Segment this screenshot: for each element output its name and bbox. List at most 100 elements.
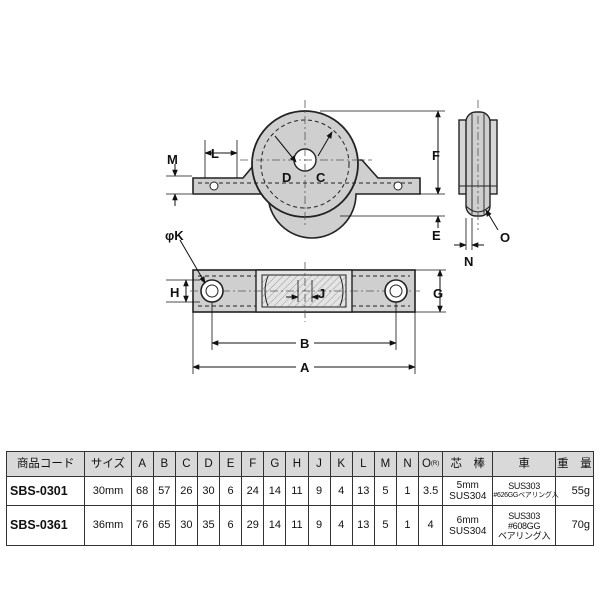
cell-b: 65 (152, 505, 176, 546)
cell-k: 4 (329, 476, 353, 506)
cell-n: 1 (395, 505, 420, 546)
cell-n: 1 (395, 476, 420, 506)
cell-wheel-line2: #626GGベアリング入 (493, 492, 559, 499)
label-g: G (433, 286, 443, 301)
cell-d: 30 (196, 476, 221, 506)
cell-l: 13 (351, 476, 375, 506)
header-wheel: 車 (492, 451, 556, 477)
cell-c: 30 (174, 505, 198, 546)
cell-o: 4 (418, 505, 444, 546)
cell-m: 5 (373, 505, 397, 546)
cell-g: 14 (263, 505, 287, 546)
top-wheel-curve-right (339, 275, 344, 307)
cell-wheel: SUS303#626GGベアリング入 (492, 476, 559, 506)
cell-c: 26 (174, 476, 198, 506)
cell-size: 36mm (84, 505, 132, 546)
label-o: O (500, 230, 510, 245)
label-j: J (318, 286, 325, 301)
header-d: D (196, 451, 221, 477)
side-view: O N (454, 100, 510, 269)
cell-a: 76 (130, 505, 154, 546)
cell-e: 6 (219, 505, 243, 546)
cell-b: 57 (152, 476, 176, 506)
label-d: D (282, 170, 291, 185)
cell-weight: 70g (554, 505, 595, 546)
leader-k (179, 239, 206, 284)
cell-wheel-line2: #608GG (507, 520, 541, 531)
cell-k: 4 (329, 505, 353, 546)
table-header-row: 商品コード サイズ A B C D E F G H J K L M N O(R)… (5, 451, 595, 477)
cell-core-line2: SUS304 (449, 491, 487, 502)
header-n: N (395, 451, 420, 477)
cell-code: SBS-0301 (5, 476, 86, 506)
label-m: M (167, 152, 178, 167)
header-o-label: O (421, 457, 431, 470)
cell-f: 24 (241, 476, 265, 506)
cell-a: 68 (130, 476, 154, 506)
cell-o: 3.5 (418, 476, 444, 506)
label-b: B (300, 336, 309, 351)
cell-j: 9 (307, 505, 331, 546)
header-c: C (174, 451, 198, 477)
spec-table: 商品コード サイズ A B C D E F G H J K L M N O(R)… (5, 451, 595, 546)
header-o-sup: (R) (430, 460, 440, 467)
leader-d (274, 135, 297, 163)
leader-o (485, 209, 499, 231)
cell-wheel-line3: ベアリング入 (497, 530, 551, 541)
table-row: SBS-0301 30mm 68 57 26 30 6 24 14 11 9 4… (5, 476, 595, 506)
label-f: F (432, 148, 440, 163)
top-view: φK J H G B A (165, 228, 446, 375)
top-hole-right-inner (389, 284, 403, 298)
cell-h: 11 (285, 476, 309, 506)
wheel-hidden-circle (260, 119, 350, 209)
label-l: L (211, 146, 219, 161)
header-e: E (219, 451, 243, 477)
header-f: F (241, 451, 265, 477)
cell-f: 29 (241, 505, 265, 546)
leader-c (317, 131, 333, 157)
cell-d: 35 (196, 505, 221, 546)
header-weight: 重 量 (554, 451, 595, 477)
header-b: B (152, 451, 176, 477)
header-k: K (329, 451, 353, 477)
cell-e: 6 (219, 476, 243, 506)
front-view: D C L M F E (166, 100, 445, 243)
header-code: 商品コード (5, 451, 86, 477)
cell-g: 14 (263, 476, 287, 506)
table-row: SBS-0361 36mm 76 65 30 35 6 29 14 11 9 4… (5, 505, 595, 546)
cell-code: SBS-0361 (5, 505, 86, 546)
cell-size: 30mm (84, 476, 132, 506)
label-n: N (464, 254, 473, 269)
cell-weight: 55g (554, 476, 595, 506)
cell-core-line2: SUS304 (449, 525, 487, 537)
top-hole-left-inner (205, 284, 219, 298)
header-core: 芯 棒 (442, 451, 494, 477)
header-h: H (285, 451, 309, 477)
mount-hole-right (393, 181, 403, 191)
label-e: E (432, 228, 441, 243)
cell-wheel-line1: SUS303 (508, 481, 540, 491)
cell-wheel-line1: SUS303 (508, 510, 540, 521)
cell-h: 11 (285, 505, 309, 546)
label-a: A (300, 360, 310, 375)
mount-hole-left (209, 181, 219, 191)
header-a: A (130, 451, 154, 477)
header-m: M (373, 451, 397, 477)
header-size: サイズ (84, 451, 132, 477)
cell-l: 13 (351, 505, 375, 546)
header-g: G (263, 451, 287, 477)
header-o: O(R) (418, 451, 444, 477)
cell-core-line1: 5mm (456, 480, 479, 491)
label-h: H (170, 285, 179, 300)
label-c: C (316, 170, 326, 185)
header-l: L (351, 451, 375, 477)
cell-j: 9 (307, 476, 331, 506)
cell-core-line1: 6mm (456, 514, 479, 526)
technical-drawing: D C L M F E O (165, 100, 510, 375)
label-k: φK (165, 228, 184, 243)
header-j: J (307, 451, 331, 477)
cell-m: 5 (373, 476, 397, 506)
